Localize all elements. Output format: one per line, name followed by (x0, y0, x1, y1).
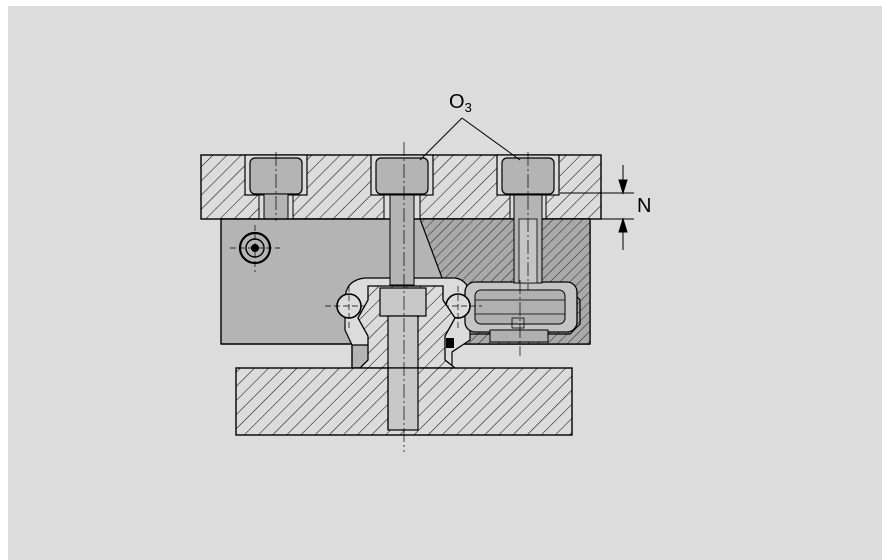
dimension-n (560, 165, 634, 250)
label-o3: O3 (449, 92, 472, 114)
grease-nipple (230, 225, 280, 272)
label-o3-sub: 3 (464, 100, 472, 115)
label-n-text: N (637, 195, 652, 217)
o3-leader-lines (419, 117, 521, 161)
seal (446, 338, 454, 348)
center-lines (275, 142, 529, 452)
ball-left (325, 286, 373, 328)
label-n: N (637, 196, 651, 216)
label-o3-main: O (449, 91, 465, 113)
